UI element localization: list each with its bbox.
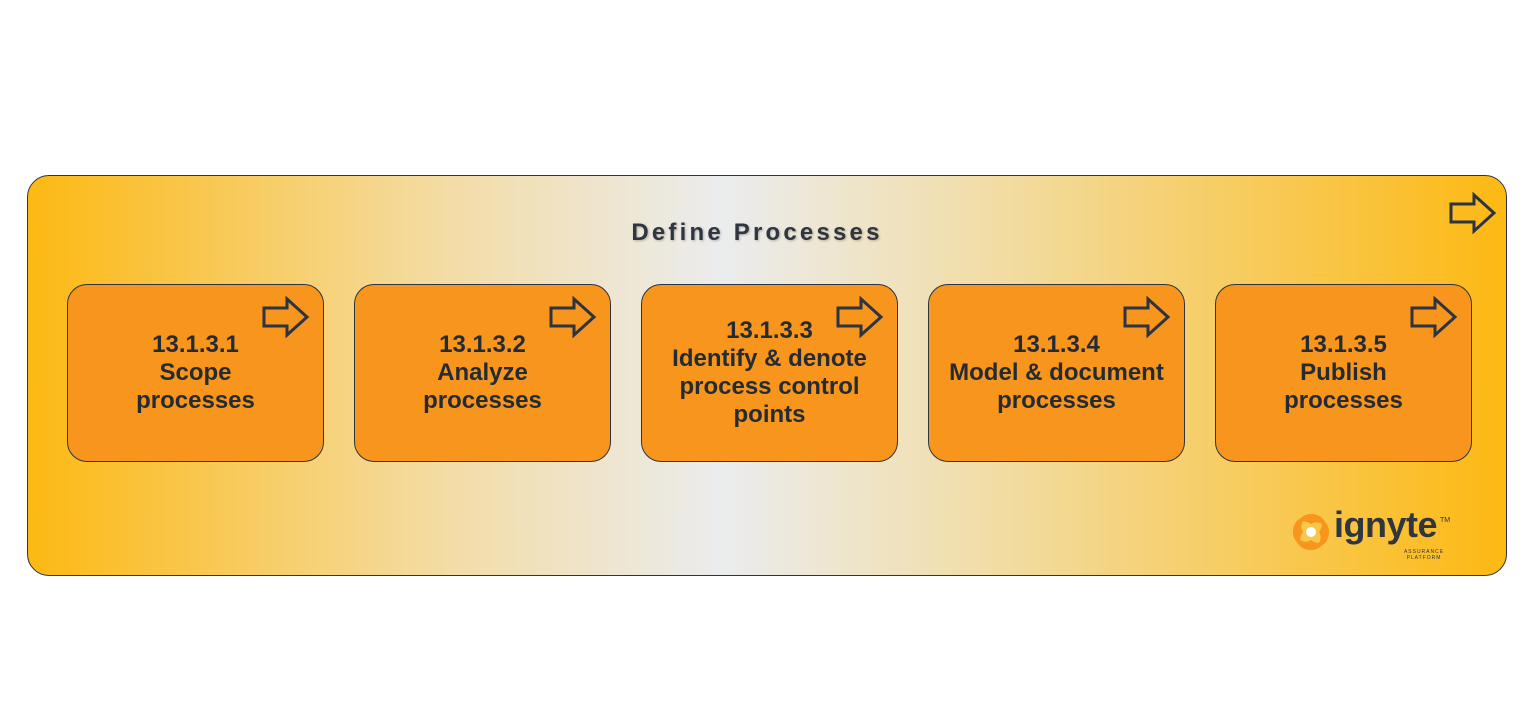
diagram-title: Define Processes xyxy=(631,219,883,246)
logo-trademark: TM xyxy=(1440,517,1451,524)
right-arrow-icon xyxy=(549,295,597,339)
step-label-line: processes xyxy=(136,387,255,414)
step-label-line: Publish xyxy=(1300,359,1387,386)
step-number: 13.1.3.1 xyxy=(152,331,239,358)
step-number: 13.1.3.4 xyxy=(1013,331,1100,358)
step-box-1: 13.1.3.1 Scope processes xyxy=(67,284,324,462)
ignyte-logo: ignyte TM ASSURANCE PLATFORM xyxy=(1290,505,1451,561)
step-number: 13.1.3.5 xyxy=(1300,331,1387,358)
right-arrow-icon xyxy=(1449,191,1497,235)
step-text: 13.1.3.5 Publish processes xyxy=(1222,331,1465,415)
step-text: 13.1.3.1 Scope processes xyxy=(74,331,317,415)
step-number: 13.1.3.2 xyxy=(439,331,526,358)
ignyte-swirl-icon xyxy=(1293,514,1329,550)
step-label-line: process control xyxy=(679,373,860,400)
step-label-line: processes xyxy=(423,387,542,414)
right-arrow-icon xyxy=(262,295,310,339)
step-text: 13.1.3.3 Identify & denote process contr… xyxy=(648,317,891,429)
step-number: 13.1.3.3 xyxy=(726,317,813,344)
process-panel: Define Processes 13.1.3.1 Scope processe… xyxy=(27,175,1507,576)
step-text: 13.1.3.4 Model & document processes xyxy=(935,331,1178,415)
logo-tagline-line: PLATFORM xyxy=(1406,555,1442,561)
step-box-4: 13.1.3.4 Model & document processes xyxy=(928,284,1185,462)
logo-tagline-line: ASSURANCE xyxy=(1403,549,1445,555)
step-label-line: Scope xyxy=(159,359,232,386)
logo-wordmark: ignyte xyxy=(1334,504,1438,545)
step-label-line: processes xyxy=(1284,387,1403,414)
step-label-line: Identify & denote xyxy=(672,345,867,372)
step-box-5: 13.1.3.5 Publish processes xyxy=(1215,284,1472,462)
step-label-line: points xyxy=(733,401,806,428)
step-label-line: Model & document xyxy=(949,359,1164,386)
step-box-3: 13.1.3.3 Identify & denote process contr… xyxy=(641,284,898,462)
right-arrow-icon xyxy=(1123,295,1171,339)
right-arrow-icon xyxy=(1410,295,1458,339)
step-text: 13.1.3.2 Analyze processes xyxy=(361,331,604,415)
step-box-2: 13.1.3.2 Analyze processes xyxy=(354,284,611,462)
step-label-line: processes xyxy=(997,387,1116,414)
logo-tagline: ASSURANCE PLATFORM xyxy=(1398,549,1450,561)
step-label-line: Analyze xyxy=(437,359,528,386)
right-arrow-icon xyxy=(836,295,884,339)
